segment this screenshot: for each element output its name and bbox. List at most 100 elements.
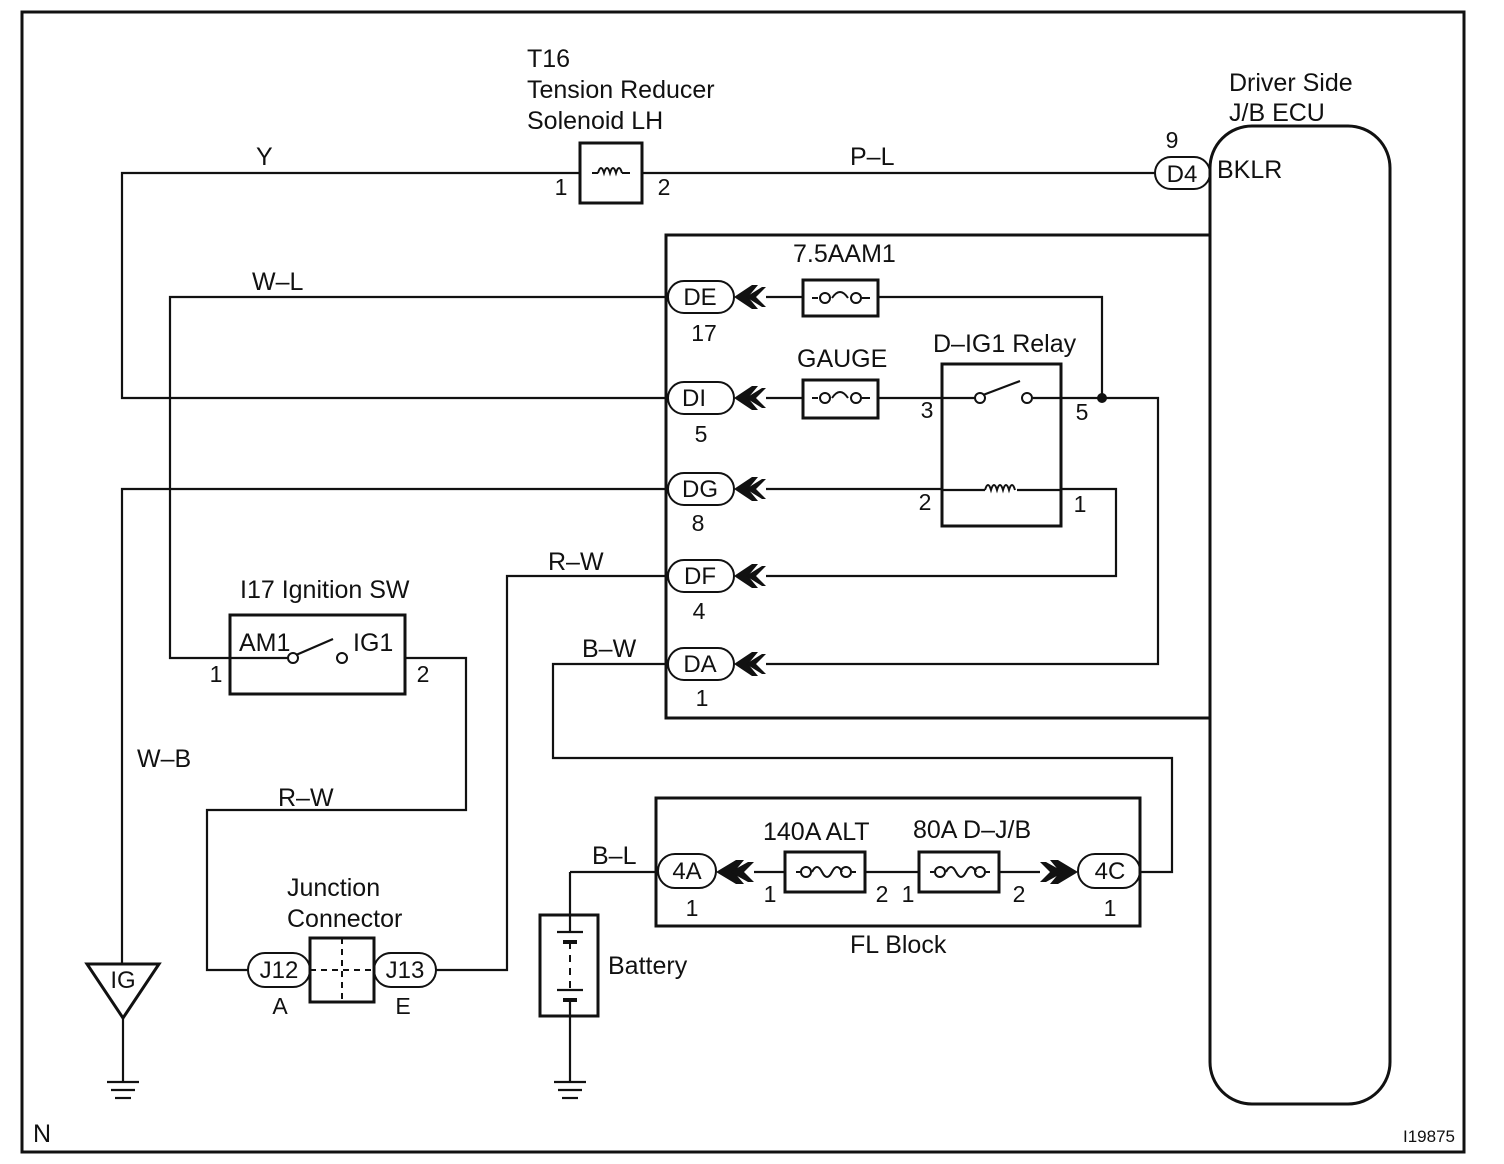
connector-4a-label: 4A bbox=[672, 858, 701, 885]
chevron-icon bbox=[746, 388, 766, 408]
ignition-switch-box bbox=[228, 613, 407, 696]
junction-label-line1: Junction bbox=[287, 874, 380, 902]
ignition-contact bbox=[336, 652, 348, 664]
relay-coil-icon bbox=[984, 484, 1016, 494]
solenoid-pin-2: 2 bbox=[658, 174, 671, 200]
ecu-label-line1: Driver Side bbox=[1229, 69, 1353, 97]
chevron-icon bbox=[1040, 862, 1064, 882]
ignition-contact bbox=[287, 652, 299, 664]
fuse-djb-pin-1: 1 bbox=[902, 881, 915, 907]
ecu-body bbox=[1208, 124, 1392, 1106]
ecu-label-line2: J/B ECU bbox=[1229, 99, 1325, 127]
chevron-icon bbox=[746, 479, 766, 499]
jb-internal-box bbox=[664, 233, 1210, 720]
connector-da-label: DA bbox=[683, 651, 716, 678]
wire-label-rw-low: R–W bbox=[278, 784, 334, 812]
fuse-terminal bbox=[819, 392, 831, 404]
fuse-terminal bbox=[974, 866, 986, 878]
fuse-alt-pin-1: 1 bbox=[764, 881, 777, 907]
corner-label: N bbox=[33, 1120, 51, 1148]
connector-de-pin: 17 bbox=[691, 320, 717, 346]
fusible-link-icon bbox=[930, 866, 990, 878]
connector-de-label: DE bbox=[683, 284, 716, 311]
wire-label-bl: B–L bbox=[592, 842, 637, 870]
connector-d4-pin: 9 bbox=[1166, 127, 1179, 153]
ignition-pin-2: 2 bbox=[417, 661, 430, 687]
connector-4c-label: 4C bbox=[1095, 858, 1126, 885]
relay-switch-blade bbox=[982, 379, 1021, 397]
junction-label-line2: Connector bbox=[287, 905, 402, 933]
fuse-terminal bbox=[850, 292, 862, 304]
wire-labels: Y P–L W–L W–B R–W R–W B–W B–L bbox=[137, 143, 895, 870]
connector-di-label: DI bbox=[682, 385, 706, 412]
fuse-icon bbox=[812, 391, 870, 399]
wire-rw-low bbox=[205, 656, 468, 972]
wire-label-y: Y bbox=[256, 143, 273, 171]
figure-id: I19875 bbox=[1403, 1127, 1455, 1146]
connector-4c-pin: 1 bbox=[1104, 895, 1117, 921]
fuse-icon bbox=[812, 291, 870, 299]
chevron-icon bbox=[746, 654, 766, 674]
connector-df-pin: 4 bbox=[693, 598, 706, 624]
chevron-icon bbox=[746, 287, 766, 307]
fuse-gauge: GAUGE bbox=[797, 345, 887, 420]
wire-label-wl: W–L bbox=[252, 268, 304, 296]
relay-pin-1: 1 bbox=[1074, 491, 1087, 517]
ignition-switch-blade bbox=[295, 637, 334, 657]
fuse-terminal bbox=[850, 392, 862, 404]
tension-reducer-solenoid: T16 Tension Reducer Solenoid LH 1 2 bbox=[527, 45, 715, 205]
relay-pin-2: 2 bbox=[919, 489, 932, 515]
relay-pin-3: 3 bbox=[921, 397, 934, 423]
battery: Battery bbox=[538, 872, 688, 1100]
relay-label: D–IG1 Relay bbox=[933, 330, 1077, 358]
splice-dot bbox=[1097, 393, 1107, 403]
connector-da-pin: 1 bbox=[696, 685, 709, 711]
fl-block: FL Block 4A 1 140A ALT 1 2 80A D–J/B 1 2… bbox=[654, 796, 1142, 959]
relay-contact bbox=[1021, 392, 1033, 404]
chevron-icon bbox=[746, 566, 766, 586]
ecu-terminal-label: BKLR bbox=[1217, 156, 1282, 184]
fuse-alt-pin-2: 2 bbox=[876, 881, 889, 907]
fuse-gauge-label: GAUGE bbox=[797, 345, 887, 373]
relay-contact bbox=[974, 392, 986, 404]
connector-dg-label: DG bbox=[682, 476, 718, 503]
connector-j12-label: J12 bbox=[260, 957, 299, 984]
wire-label-wb: W–B bbox=[137, 745, 191, 773]
connector-j13-label: J13 bbox=[386, 957, 425, 984]
solenoid-label-line1: T16 bbox=[527, 45, 570, 73]
wires bbox=[120, 171, 1174, 972]
coil-icon bbox=[592, 167, 630, 177]
ignition-switch-label: I17 Ignition SW bbox=[240, 576, 410, 604]
wire-wl bbox=[168, 295, 668, 660]
relay-pin-5: 5 bbox=[1076, 399, 1089, 425]
ignition-term-ig1: IG1 bbox=[353, 629, 393, 657]
chevron-icon bbox=[730, 862, 754, 882]
wire-bw bbox=[551, 662, 1174, 874]
solenoid-label-line2: Tension Reducer bbox=[527, 76, 715, 104]
solenoid-label-line3: Solenoid LH bbox=[527, 107, 663, 135]
wire-wb bbox=[120, 487, 668, 964]
connector-j12-pin: A bbox=[272, 993, 288, 1019]
jb-wire bbox=[766, 487, 1118, 578]
diagram-frame bbox=[20, 10, 1466, 1154]
connector-j13-pin: E bbox=[395, 993, 410, 1019]
connector-dg-pin: 8 bbox=[692, 510, 705, 536]
ignition-term-am1: AM1 bbox=[239, 629, 290, 657]
wire-label-pl: P–L bbox=[850, 143, 895, 171]
ig-ground: IG bbox=[84, 962, 162, 1100]
fuse-djb-pin-2: 2 bbox=[1013, 881, 1026, 907]
fuse-djb-label: 80A D–J/B bbox=[913, 816, 1031, 844]
wire-label-rw-top: R–W bbox=[548, 548, 604, 576]
fl-block-box bbox=[654, 796, 1142, 928]
wire-rw-top bbox=[436, 574, 668, 972]
ig-label: IG bbox=[110, 967, 135, 994]
connector-df-label: DF bbox=[684, 563, 716, 590]
fl-block-label: FL Block bbox=[850, 931, 947, 959]
jb-wire bbox=[766, 396, 1160, 666]
jb-connectors: DE 17 DI 5 DG 8 DF 4 DA 1 bbox=[667, 280, 766, 711]
jb-wire bbox=[878, 295, 1104, 398]
wire-y bbox=[120, 171, 668, 400]
fuse-terminal bbox=[840, 866, 852, 878]
fuse-am1: 7.5AAM1 bbox=[793, 240, 896, 318]
